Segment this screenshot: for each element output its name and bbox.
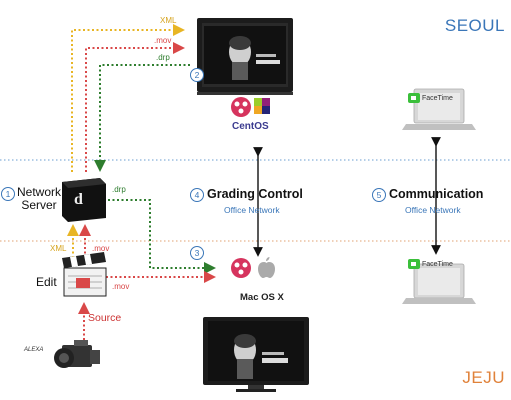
laptop-top <box>402 88 476 130</box>
grading-monitor-bottom <box>203 317 309 392</box>
network-server-label-line2: Server <box>21 198 57 212</box>
centos-logo-mark <box>254 98 270 114</box>
alexa-label: ALEXA <box>24 347 44 353</box>
xml-tag-top: XML <box>160 16 177 25</box>
resolve-logo-top <box>231 97 251 117</box>
region-label-jeju: JEJU <box>462 368 505 387</box>
network-server-label: Network Server <box>17 186 61 212</box>
drp-flow-top <box>94 64 190 172</box>
edit-clapper-icon <box>62 252 107 297</box>
region-label-seoul: SEOUL <box>444 16 505 35</box>
step-number-5: 5 <box>372 188 386 202</box>
step-number-1: 1 <box>1 187 15 201</box>
facetime-label-bottom: FaceTime <box>422 261 453 268</box>
communication-title: Communication <box>389 187 484 201</box>
mov-tag-top: .mov <box>154 36 172 45</box>
step-number-3: 3 <box>190 246 204 260</box>
facetime-icon-top <box>408 93 420 103</box>
drp-tag-top: .drp <box>156 53 170 62</box>
facetime-label-top: FaceTime <box>422 95 453 102</box>
step-number-2: 2 <box>190 68 204 82</box>
drp-tag-server: .drp <box>112 185 126 194</box>
facetime-icon-bottom <box>408 259 420 269</box>
step-number-4: 4 <box>190 188 204 202</box>
centos-label: CentOS <box>232 121 269 132</box>
mov-tag-edit-right: .mov <box>112 282 130 291</box>
svg-text:d: d <box>74 191 83 208</box>
network-server-label-line1: Network <box>17 185 62 199</box>
apple-logo <box>258 257 275 278</box>
edit-label: Edit <box>36 275 57 289</box>
mac-os-label: Mac OS X <box>240 292 284 303</box>
communication-subtitle: Office Network <box>405 205 461 215</box>
alexa-camera-icon <box>54 340 100 368</box>
xml-tag-edit: XML <box>50 244 67 253</box>
grading-monitor-top <box>197 18 293 95</box>
xml-flow-top <box>71 24 185 172</box>
mov-flow-top <box>85 42 185 172</box>
grading-control-title: Grading Control <box>207 187 303 201</box>
laptop-bottom <box>402 263 476 304</box>
resolve-logo-bottom <box>231 258 251 278</box>
source-tag: Source <box>88 312 122 324</box>
mov-tag-edit-up: .mov <box>92 244 110 253</box>
grading-control-subtitle: Office Network <box>224 205 280 215</box>
network-server-box: d <box>62 178 106 222</box>
